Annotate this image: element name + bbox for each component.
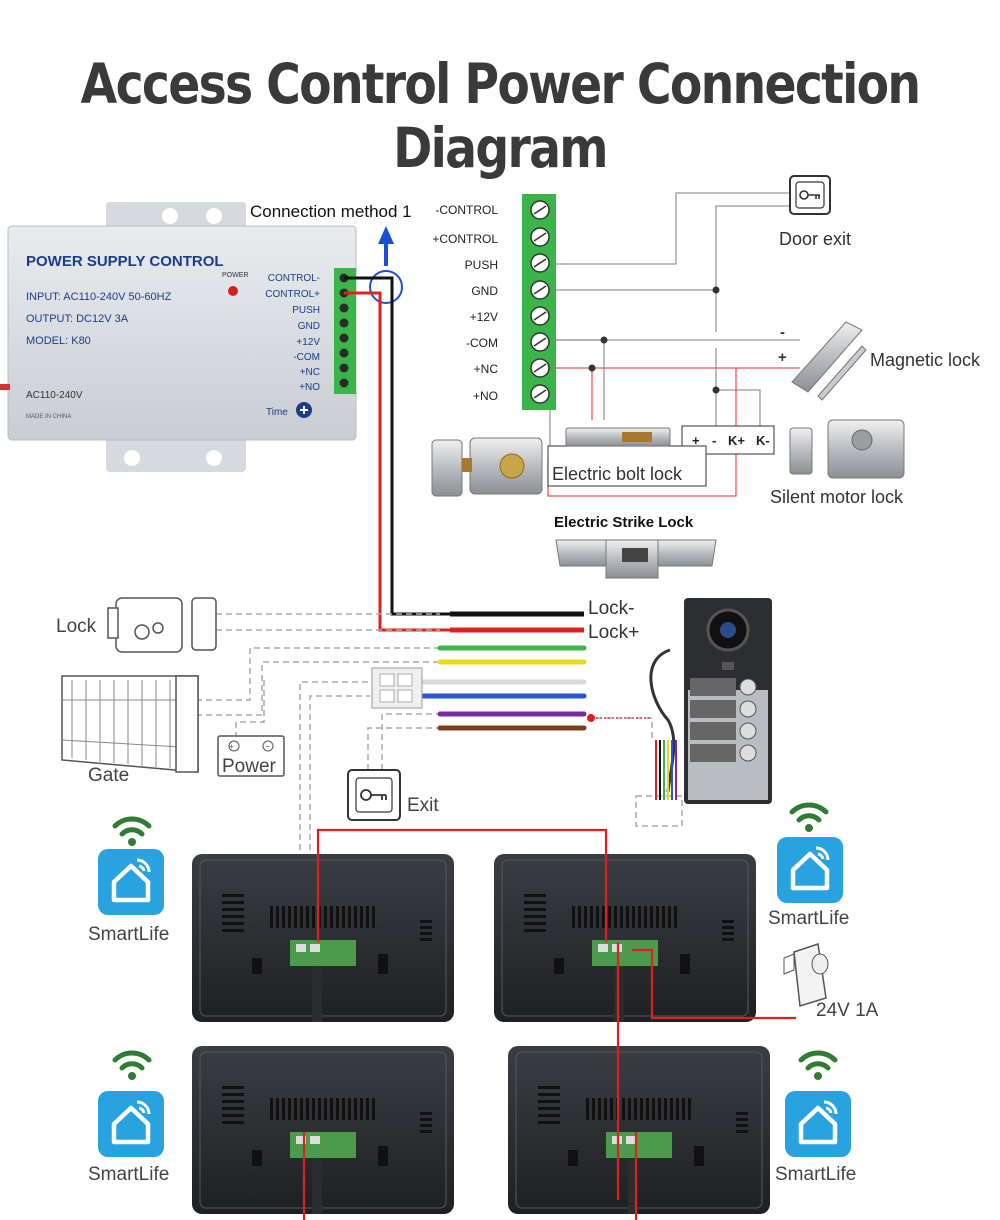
terminal-label: PUSH	[465, 258, 498, 272]
key-icon	[799, 190, 820, 200]
wire-connector	[371, 667, 423, 709]
magnetic-lock-image	[791, 321, 867, 401]
arrow-up-icon	[378, 226, 394, 244]
psu-terminal-label: +NC	[300, 367, 320, 378]
gate-label: Gate	[88, 765, 129, 786]
indoor-monitor	[493, 853, 757, 1023]
electric-strike-lock-label: Electric Strike Lock	[554, 514, 694, 531]
psu-output: OUTPUT: DC12V 3A	[26, 313, 129, 325]
smartlife-app-icon	[785, 1091, 851, 1157]
psu-terminal-label: +12V	[296, 337, 320, 348]
terminal-label: GND	[471, 284, 498, 298]
psu-terminal-label: PUSH	[292, 305, 320, 316]
smartlife-app-icon	[98, 1091, 164, 1157]
indoor-monitor	[507, 1045, 771, 1215]
terminal-label: +NO	[473, 389, 498, 403]
electric-bolt-lock-label: Electric bolt lock	[552, 464, 683, 484]
terminal-label: +NC	[474, 362, 499, 376]
gate-icon	[61, 675, 199, 773]
smartlife-label: SmartLife	[768, 908, 849, 929]
relay-terminal-label: K+	[728, 433, 745, 448]
psu-time-label: Time	[266, 407, 288, 418]
psu-terminal-label: CONTROL+	[265, 289, 320, 300]
monitor-bus-wire	[302, 828, 796, 1220]
exit-label: Exit	[407, 795, 439, 816]
access-wiring: Lock- Lock+ Lock Gate + − Power Exit	[56, 597, 772, 860]
psu-power-led-label: POWER	[222, 272, 248, 279]
silent-motor-lock-label: Silent motor lock	[770, 487, 904, 507]
smartlife-label: SmartLife	[88, 1164, 169, 1185]
silent-motor-lock-image	[789, 419, 905, 479]
psu-input: INPUT: AC110-240V 50-60HZ	[26, 291, 172, 303]
magnetic-lock-minus: -	[780, 324, 785, 341]
relay-terminal-label: K-	[756, 433, 770, 448]
psu-terminal-strip	[334, 268, 356, 394]
door-exit-label: Door exit	[779, 229, 851, 249]
terminal-label: -CONTROL	[435, 203, 498, 217]
smartlife-app-icon	[777, 837, 843, 903]
power-label: Power	[222, 756, 277, 777]
smartlife-app-icon	[98, 849, 164, 915]
wifi-icon	[801, 1053, 835, 1080]
electric-strike-lock-image	[555, 539, 717, 579]
psu-ac-label: AC110-240V	[26, 390, 83, 401]
lock-icon	[107, 597, 217, 653]
electric-bolt-lock-image	[565, 427, 671, 447]
door-station-camera	[649, 598, 772, 804]
power-supply-unit: POWER SUPPLY CONTROL INPUT: AC110-240V 5…	[0, 202, 357, 472]
svg-text:+: +	[229, 742, 234, 751]
electric-bolt-lock-box	[547, 445, 707, 487]
indoor-monitor	[191, 853, 455, 1023]
connection-method-label: Connection method 1	[250, 202, 412, 221]
diagram-title: Access Control Power Connection Diagram	[80, 52, 921, 180]
terminal-label: +CONTROL	[432, 232, 498, 246]
relay-terminal-label: -	[712, 433, 716, 448]
wifi-icon	[115, 819, 149, 846]
psu-made-label: MADE IN CHINA	[26, 414, 71, 420]
psu-terminal-label: -COM	[293, 352, 320, 363]
lock-wiring-diagram: -CONTROL +CONTROL PUSH GND +12V -COM +NC…	[431, 175, 981, 579]
psu-terminal-label: CONTROL-	[268, 273, 320, 284]
terminal-label: -COM	[466, 336, 498, 350]
lock-plus-label: Lock+	[588, 622, 639, 643]
psu-terminal-label: +NO	[299, 382, 320, 393]
psu-terminal-label: GND	[298, 321, 320, 332]
lock-label: Lock	[56, 616, 97, 637]
magnetic-lock-label: Magnetic lock	[870, 350, 981, 370]
power-battery-icon	[217, 735, 285, 777]
power-adapter-icon	[783, 943, 829, 1007]
psu-brand: POWER SUPPLY CONTROL	[26, 253, 224, 270]
adapter-label: 24V 1A	[816, 1000, 879, 1021]
power-led-icon	[228, 286, 238, 296]
svg-text:−: −	[265, 742, 270, 751]
indoor-monitor	[191, 1045, 455, 1215]
psu-model: MODEL: K80	[26, 335, 91, 347]
magnetic-lock-plus: +	[778, 349, 787, 366]
smartlife-label: SmartLife	[88, 924, 169, 945]
lock-minus-label: Lock-	[588, 598, 634, 619]
rim-lock-image	[431, 437, 543, 497]
smartlife-label: SmartLife	[775, 1164, 856, 1185]
highlight-circle	[369, 270, 403, 304]
wifi-icon	[792, 805, 826, 832]
wifi-icon	[115, 1053, 149, 1080]
terminal-label: +12V	[470, 310, 498, 324]
relay-terminal-label: +	[692, 433, 700, 448]
